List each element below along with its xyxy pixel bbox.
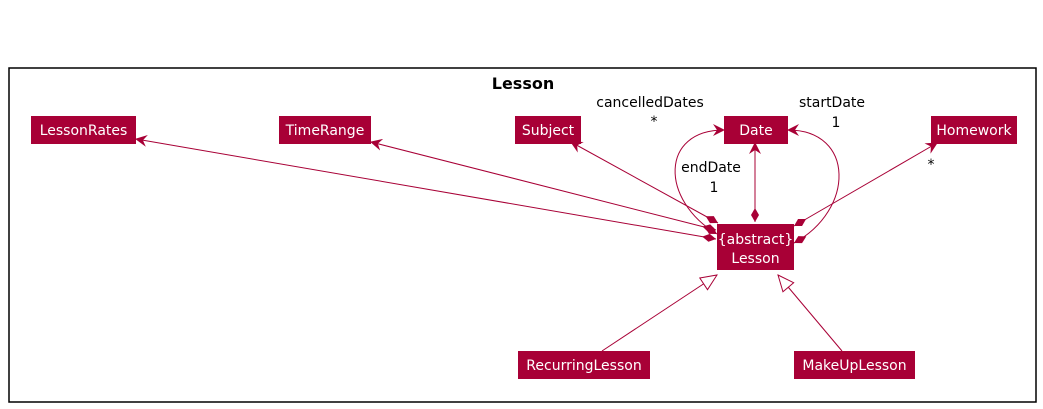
package-title: Lesson <box>492 74 554 93</box>
class-makeuplesson-name: MakeUpLesson <box>802 358 906 374</box>
class-timerange[interactable]: TimeRange <box>279 116 371 144</box>
class-recurringlesson-name: RecurringLesson <box>526 358 641 374</box>
class-lesson-name: Lesson <box>731 251 779 267</box>
label-start-date-multiplicity: 1 <box>832 115 841 131</box>
class-subject-name: Subject <box>522 123 575 139</box>
association-lesson-date-start <box>787 124 840 244</box>
label-start-date: startDate <box>799 95 865 111</box>
class-subject[interactable]: Subject <box>515 116 581 144</box>
label-end-date-multiplicity: 1 <box>710 180 719 196</box>
association-lesson-timerange <box>370 138 717 233</box>
class-date-name: Date <box>739 123 772 139</box>
label-cancelled-dates-multiplicity: * <box>651 114 658 130</box>
class-lessonrates[interactable]: LessonRates <box>31 116 136 144</box>
label-cancelled-dates: cancelledDates <box>596 95 704 111</box>
class-date[interactable]: Date <box>724 116 788 144</box>
class-homework-name: Homework <box>936 123 1012 139</box>
class-lessonrates-name: LessonRates <box>40 123 128 139</box>
association-lesson-subject <box>570 141 719 224</box>
generalization-makeuplesson-lesson <box>778 275 843 352</box>
label-end-date: endDate <box>681 160 741 176</box>
class-makeuplesson[interactable]: MakeUpLesson <box>794 351 915 379</box>
association-lesson-date-end <box>674 124 725 235</box>
association-lesson-lessonrates <box>135 134 717 242</box>
class-lesson-stereotype: {abstract} <box>718 232 794 248</box>
label-homework-multiplicity: * <box>928 157 935 173</box>
class-lesson[interactable]: {abstract} Lesson <box>717 224 794 270</box>
class-timerange-name: TimeRange <box>285 123 365 139</box>
class-homework[interactable]: Homework <box>931 116 1017 144</box>
package-frame <box>8 67 1037 403</box>
class-recurringlesson[interactable]: RecurringLesson <box>518 351 650 379</box>
association-lesson-homework <box>793 142 938 227</box>
generalization-recurringlesson-lesson <box>601 275 717 352</box>
